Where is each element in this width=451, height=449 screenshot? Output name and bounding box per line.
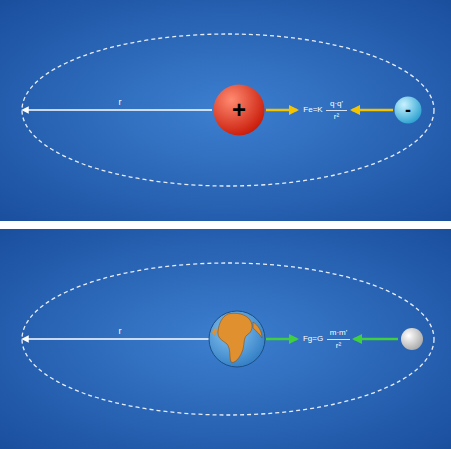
formula-numerator: q·q' [330,100,343,108]
force-formula: Fg=G [303,335,323,343]
radius-label: r [119,327,122,336]
formula-denominator: r² [336,342,341,350]
charge-sphere: + [213,84,265,136]
orbit [22,263,434,415]
force-arrow [354,338,398,341]
top-panel [0,0,451,221]
fraction-bar [326,110,347,111]
formula-denominator: r² [334,113,339,121]
force-arrow [352,109,393,112]
moon [401,328,423,350]
radius-label: r [119,98,122,107]
bottom-panel [0,229,451,449]
force-arrow [266,109,297,112]
charge-sphere: - [394,96,422,124]
charge-sign: + [232,98,246,122]
force-arrow [266,338,297,341]
fraction-bar [327,339,350,340]
orbit [22,34,434,186]
radius-line [28,109,212,111]
charge-sign: - [405,101,411,119]
formula-numerator: m·m' [330,329,348,337]
earth [209,311,265,367]
divider [0,221,451,229]
radius-line [28,338,209,340]
force-formula: Fe=K [303,106,322,114]
